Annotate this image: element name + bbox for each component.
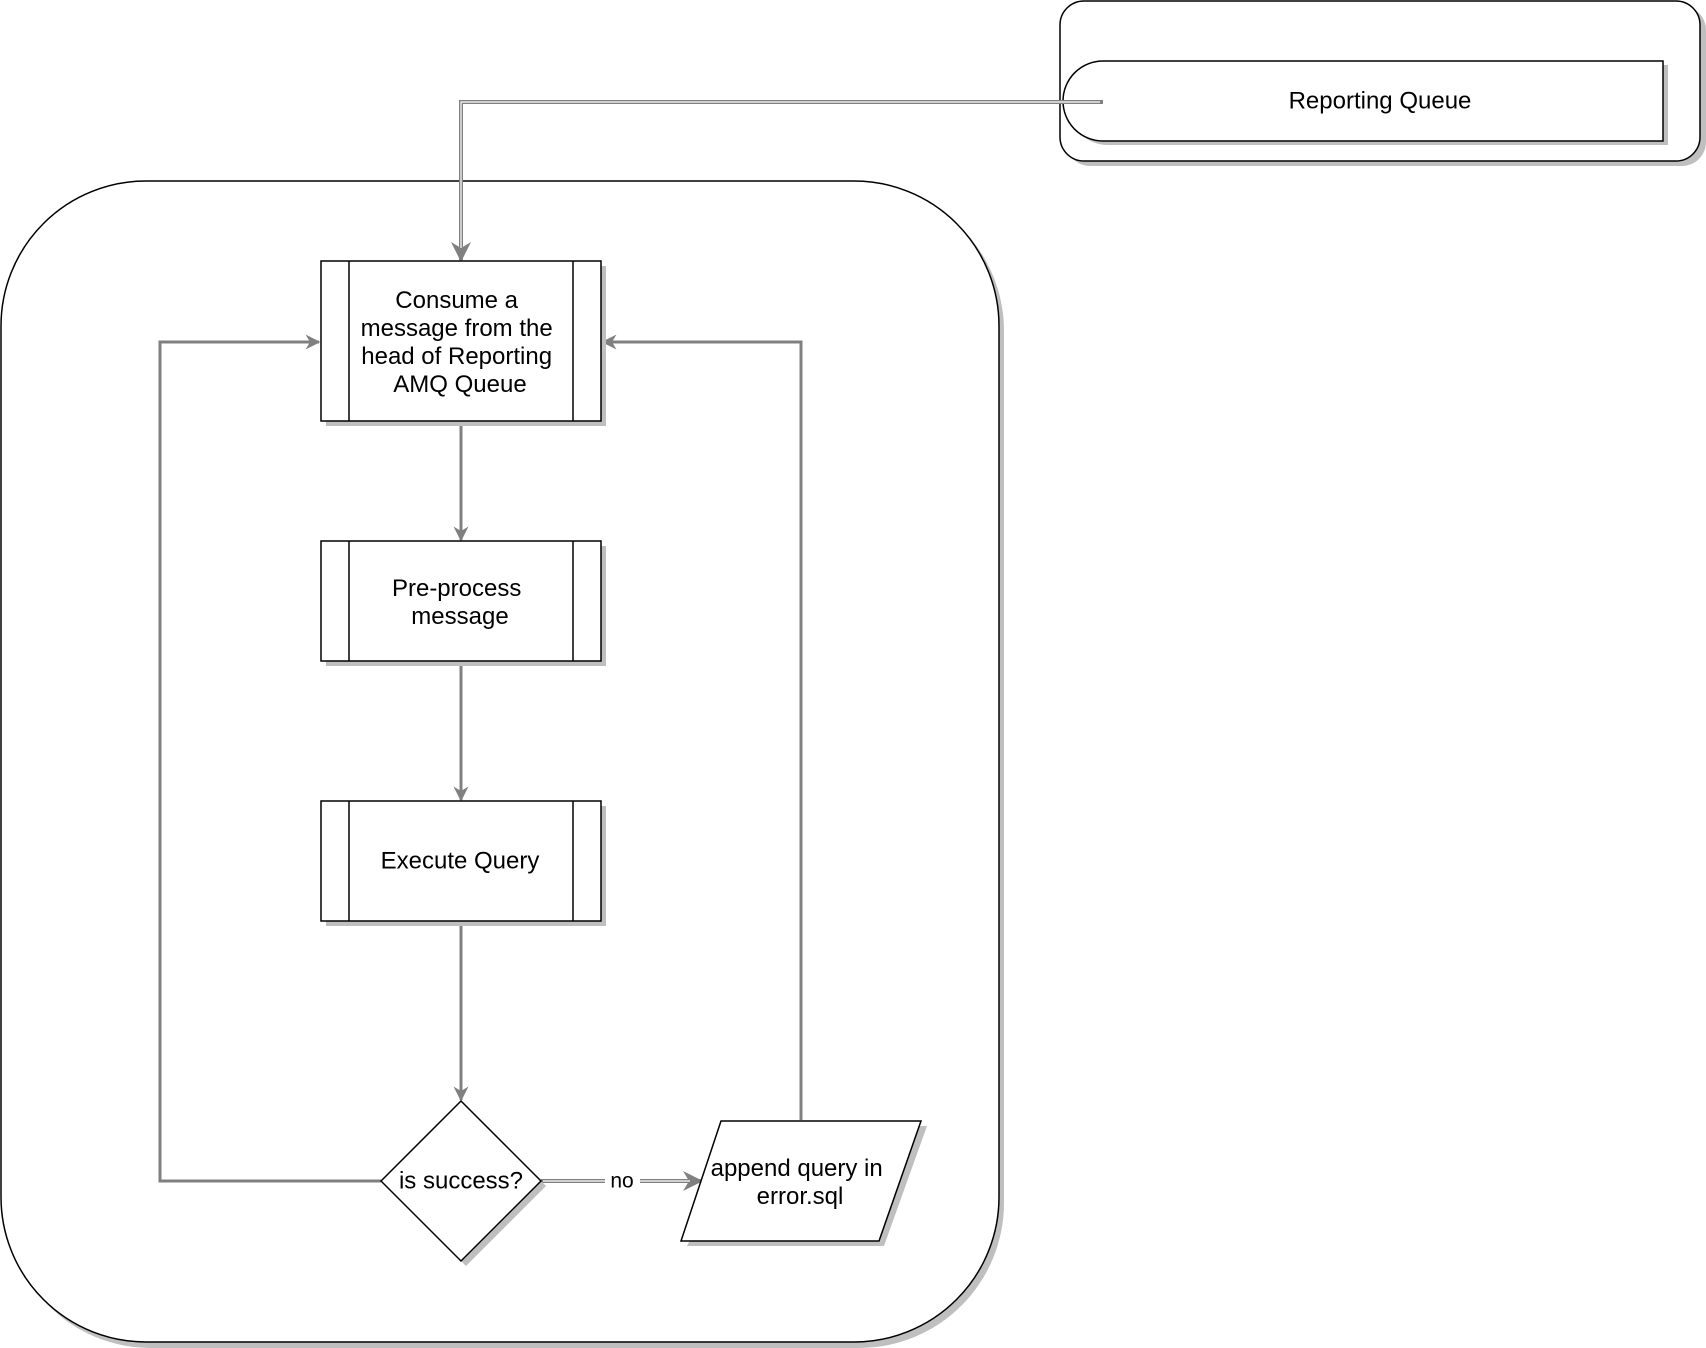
preprocess-message-node[interactable]: Pre-process message	[320, 540, 606, 666]
reporting-queue-label: Reporting Queue	[1289, 87, 1472, 114]
consume-message-node[interactable]: Consume a message from the head of Repor…	[320, 260, 606, 426]
preprocess-line-1: Pre-process	[392, 575, 521, 602]
consume-message-line-4: AMQ Queue	[393, 371, 526, 398]
no-edge-label: no	[605, 1167, 640, 1195]
reporting-queue-node[interactable]: Reporting Queue	[1062, 60, 1668, 145]
decision-yes-loop-connector	[158, 334, 381, 1183]
process-container	[0, 180, 1004, 1348]
consume-message-line-1: Consume a	[395, 287, 518, 314]
execute-query-label: Execute Query	[381, 847, 540, 874]
no-label: no	[610, 1170, 633, 1193]
execute-query-node[interactable]: Execute Query	[320, 800, 606, 926]
preprocess-message-label: Pre-process message	[392, 575, 528, 630]
is-success-label: is success?	[399, 1167, 523, 1194]
append-to-consume-connector	[601, 334, 803, 1120]
consume-message-line-3: head of Reporting	[361, 343, 552, 370]
preprocess-line-2: message	[411, 603, 508, 630]
consume-message-line-2: message from the	[361, 315, 553, 342]
is-success-decision[interactable]: is success?	[379, 1099, 546, 1266]
append-query-line-2: error.sql	[757, 1183, 844, 1210]
append-query-label: append query in error.sql	[711, 1155, 890, 1210]
consume-message-label: Consume a message from the head of Repor…	[361, 287, 560, 398]
append-query-line-1: append query in	[711, 1155, 883, 1182]
connectors	[158, 100, 1103, 1191]
queue-to-consume-connector-core	[460, 101, 1100, 248]
append-query-node[interactable]: append query in error.sql	[679, 1120, 927, 1246]
